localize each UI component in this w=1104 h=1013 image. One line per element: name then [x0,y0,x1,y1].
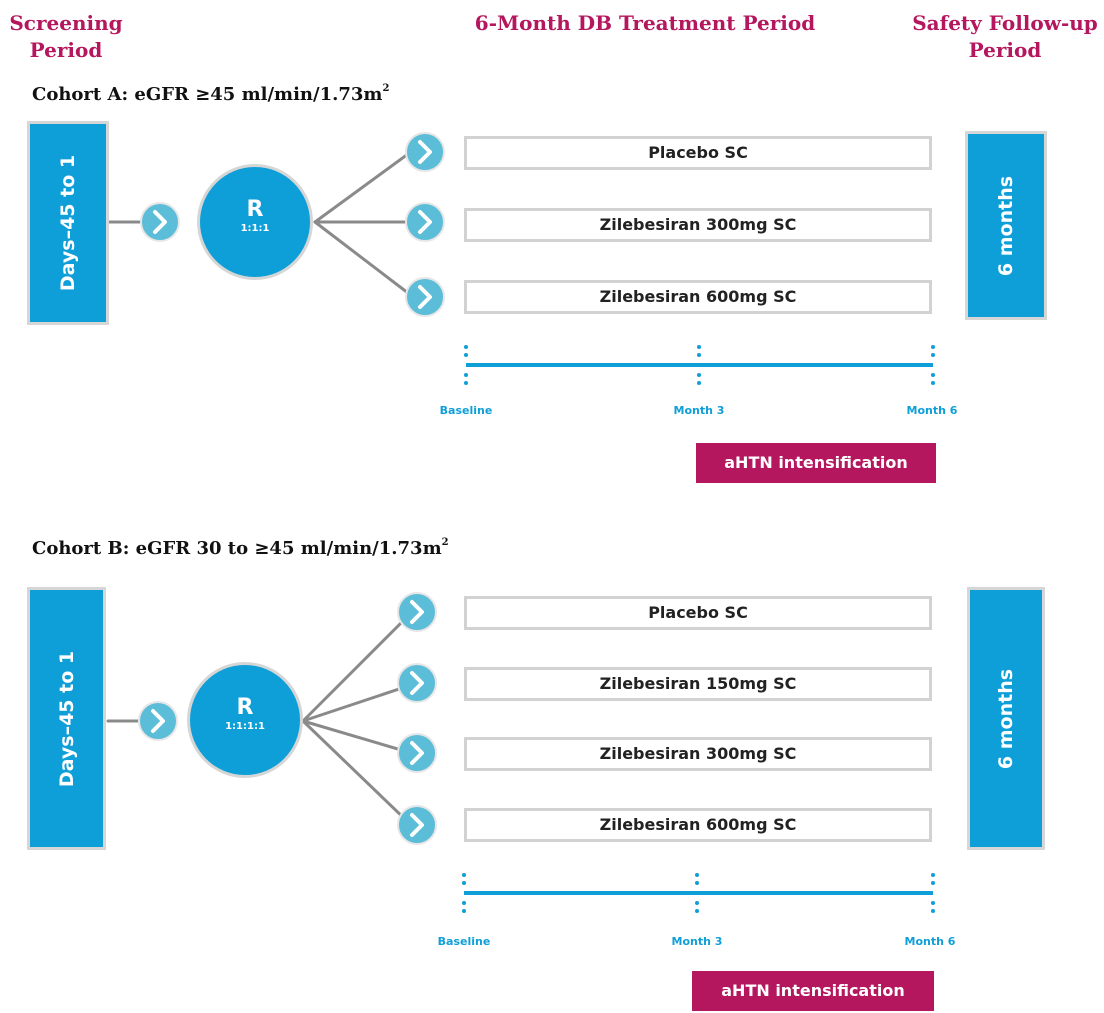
cohort-a-randomization-circle: R 1:1:1 [200,167,310,277]
cohort-b-arm-150mg: Zilebesiran 150mg SC [464,667,932,701]
cohort-b-timeline-baseline: Baseline [437,935,491,948]
cohort-a-title-text: Cohort A: eGFR ≥45 ml/min/1.73m [32,84,383,105]
treatment-period-heading: 6-Month DB Treatment Period [474,11,816,35]
followup-period-line-1: Safety Follow-up [912,11,1098,35]
cohort-a-branch-3 [313,220,410,295]
screening-period-line-2: Period [29,38,103,62]
cohort-b-chevron-group [138,592,437,845]
chevron-right-icon [397,733,437,773]
cohort-b-randomization-circle: R 1:1:1:1 [190,665,300,775]
screening-period-line-1: Screening [9,11,123,35]
chevron-right-icon [397,805,437,845]
cohort-b-arm-600mg: Zilebesiran 600mg SC [464,808,932,842]
cohort-a-intensification-badge: aHTN intensification [696,443,936,483]
chevron-right-icon [138,701,178,741]
cohort-b-arm-300mg: Zilebesiran 300mg SC [464,737,932,771]
cohort-a-timeline-month6: Month 6 [906,404,958,417]
cohort-b-followup-label: 6 months [995,668,1017,769]
chevron-right-icon [405,202,445,242]
chevron-right-icon [405,277,445,317]
cohort-b-screening-box: Days–45 to 1 [30,590,103,847]
cohort-a-followup-box: 6 months [968,134,1044,317]
followup-period-line-2: Period [968,38,1042,62]
cohort-b-intensification-badge: aHTN intensification [692,971,934,1011]
chevron-right-icon [397,663,437,703]
cohort-b-randomization-ratio: 1:1:1:1 [225,721,265,732]
cohort-b-branch-2 [301,684,410,723]
cohort-a-screening-box: Days–45 to 1 [30,124,106,322]
cohort-a-branch-1 [313,152,410,224]
cohort-b-screening-label: Days–45 to 1 [55,650,78,787]
cohort-a-randomization-label: R [246,197,264,222]
chevron-right-icon [140,202,180,242]
followup-period-heading: Safety Follow-up Period [905,10,1104,64]
cohort-a-arm-300mg: Zilebesiran 300mg SC [464,208,932,242]
cohort-b-timeline-month6: Month 6 [904,935,956,948]
cohort-b-timeline [462,873,935,913]
cohort-a-timeline-baseline: Baseline [439,404,493,417]
cohort-b-title-superscript: 2 [441,537,449,548]
cohort-a-title: Cohort A: eGFR ≥45 ml/min/1.73m2 [32,83,390,105]
cohort-b-branch-1 [301,614,410,723]
cohort-a-chevron-group [140,132,445,317]
cohort-b-title-text: Cohort B: eGFR 30 to ≥45 ml/min/1.73m [32,538,442,559]
cohort-a-timeline-month3: Month 3 [673,404,725,417]
cohort-b-timeline-month3: Month 3 [671,935,723,948]
cohort-b-title: Cohort B: eGFR 30 to ≥45 ml/min/1.73m2 [32,537,449,559]
cohort-b-followup-box: 6 months [970,590,1042,847]
screening-period-heading: Screening Period [2,10,130,64]
cohort-b-branch-4 [301,719,410,824]
chevron-right-icon [397,592,437,632]
cohort-a-randomization-ratio: 1:1:1 [240,223,270,234]
chevron-right-icon [405,132,445,172]
cohort-b-branch-3 [301,719,410,754]
cohort-a-arm-placebo: Placebo SC [464,136,932,170]
cohort-a-title-superscript: 2 [382,83,390,94]
cohort-b-arm-placebo: Placebo SC [464,596,932,630]
cohort-b-randomization-label: R [236,695,254,720]
cohort-a-arm-600mg: Zilebesiran 600mg SC [464,280,932,314]
cohort-a-timeline [464,345,935,385]
